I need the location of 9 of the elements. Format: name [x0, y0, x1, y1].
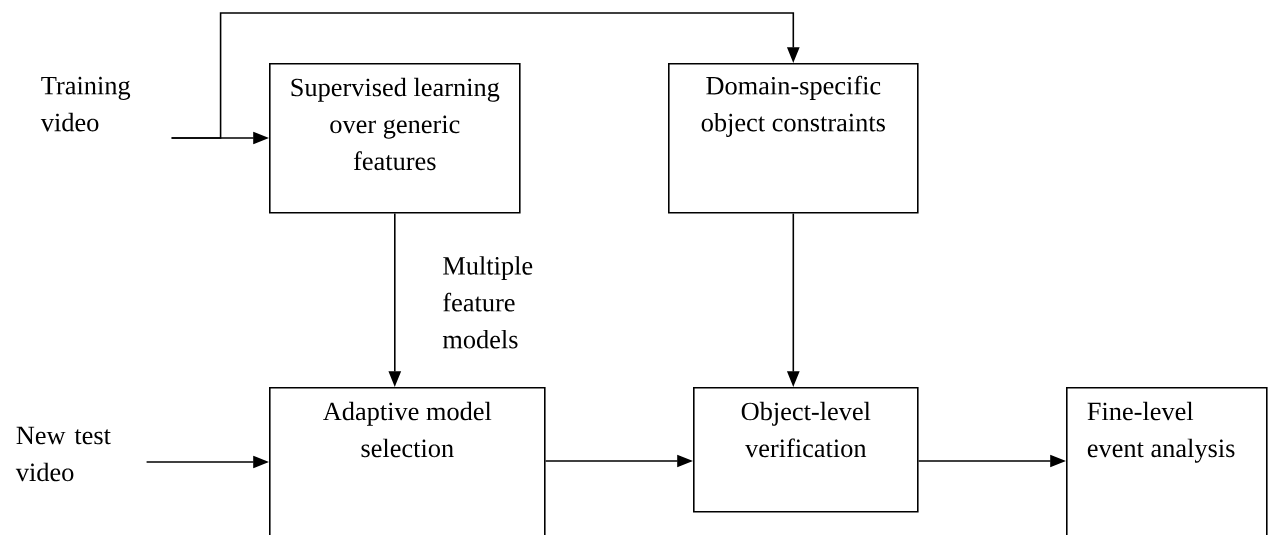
input-label: New test video: [15, 426, 111, 482]
process-box: Domain-specific object constraints: [668, 63, 919, 214]
process-box: Object-level verification: [693, 387, 919, 513]
arrow: [170, 12, 800, 139]
edge-label: Multiple feature models: [440, 254, 565, 351]
process-box: Adaptive model selection: [269, 387, 546, 535]
process-box: Supervised learning over generic features: [269, 63, 521, 214]
input-label: Training video: [40, 76, 131, 132]
process-box: Fine-level event analysis: [1066, 387, 1268, 535]
